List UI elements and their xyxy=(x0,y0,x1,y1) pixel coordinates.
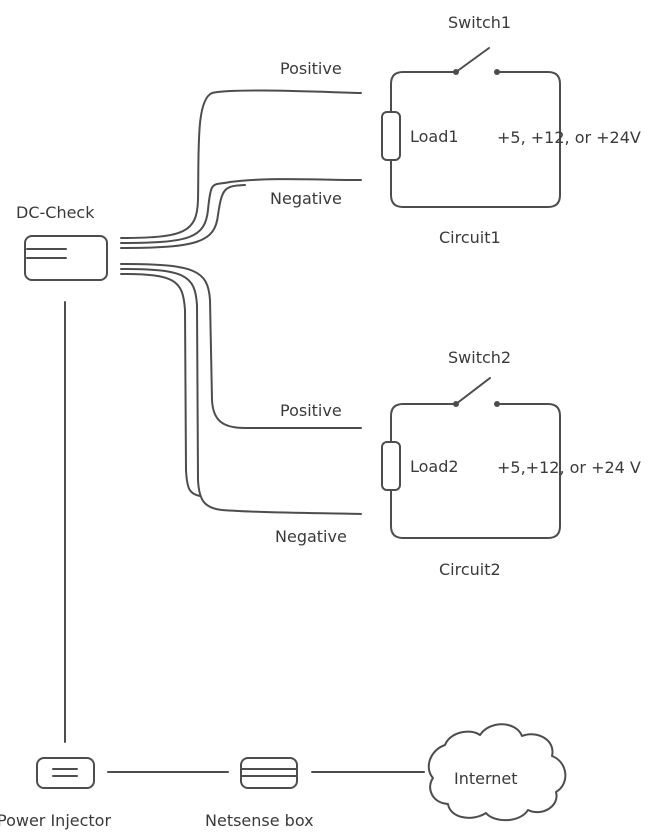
netsense-box-icon xyxy=(240,757,298,789)
internet-cloud-icon xyxy=(427,723,567,822)
power-injector-label: Power Injector xyxy=(0,811,111,830)
switch1-label: Switch1 xyxy=(448,13,511,32)
circuit1-loop xyxy=(390,47,561,208)
circuit2-cable-bundle xyxy=(120,263,362,515)
positive1-label: Positive xyxy=(280,59,342,78)
internet-label: Internet xyxy=(454,769,518,788)
load1-label: Load1 xyxy=(410,127,459,146)
switch1-lever xyxy=(455,47,490,73)
dc-check-device-icon xyxy=(24,235,108,281)
switch2-lever xyxy=(455,377,491,405)
circuit1-cable-bundle xyxy=(120,89,362,249)
switch2-contact xyxy=(494,401,500,407)
circuit1-label: Circuit1 xyxy=(439,228,501,247)
voltage2-label: +5,+12, or +24 V xyxy=(497,458,641,477)
power-injector-icon xyxy=(36,757,95,789)
load2-resistor xyxy=(381,441,401,491)
load2-label: Load2 xyxy=(410,457,459,476)
negative2-label: Negative xyxy=(275,527,347,546)
negative1-label: Negative xyxy=(270,189,342,208)
switch1-contact xyxy=(494,69,500,75)
switch2-label: Switch2 xyxy=(448,348,511,367)
voltage1-label: +5, +12, or +24V xyxy=(497,128,641,147)
positive2-label: Positive xyxy=(280,401,342,420)
switch2-contact xyxy=(453,401,459,407)
circuit2-label: Circuit2 xyxy=(439,560,501,579)
load1-resistor xyxy=(381,111,401,161)
switch1-contact xyxy=(453,69,459,75)
circuit2-loop xyxy=(390,377,561,539)
netsense-box-label: Netsense box xyxy=(205,811,314,830)
dc-check-label: DC-Check xyxy=(16,203,95,222)
